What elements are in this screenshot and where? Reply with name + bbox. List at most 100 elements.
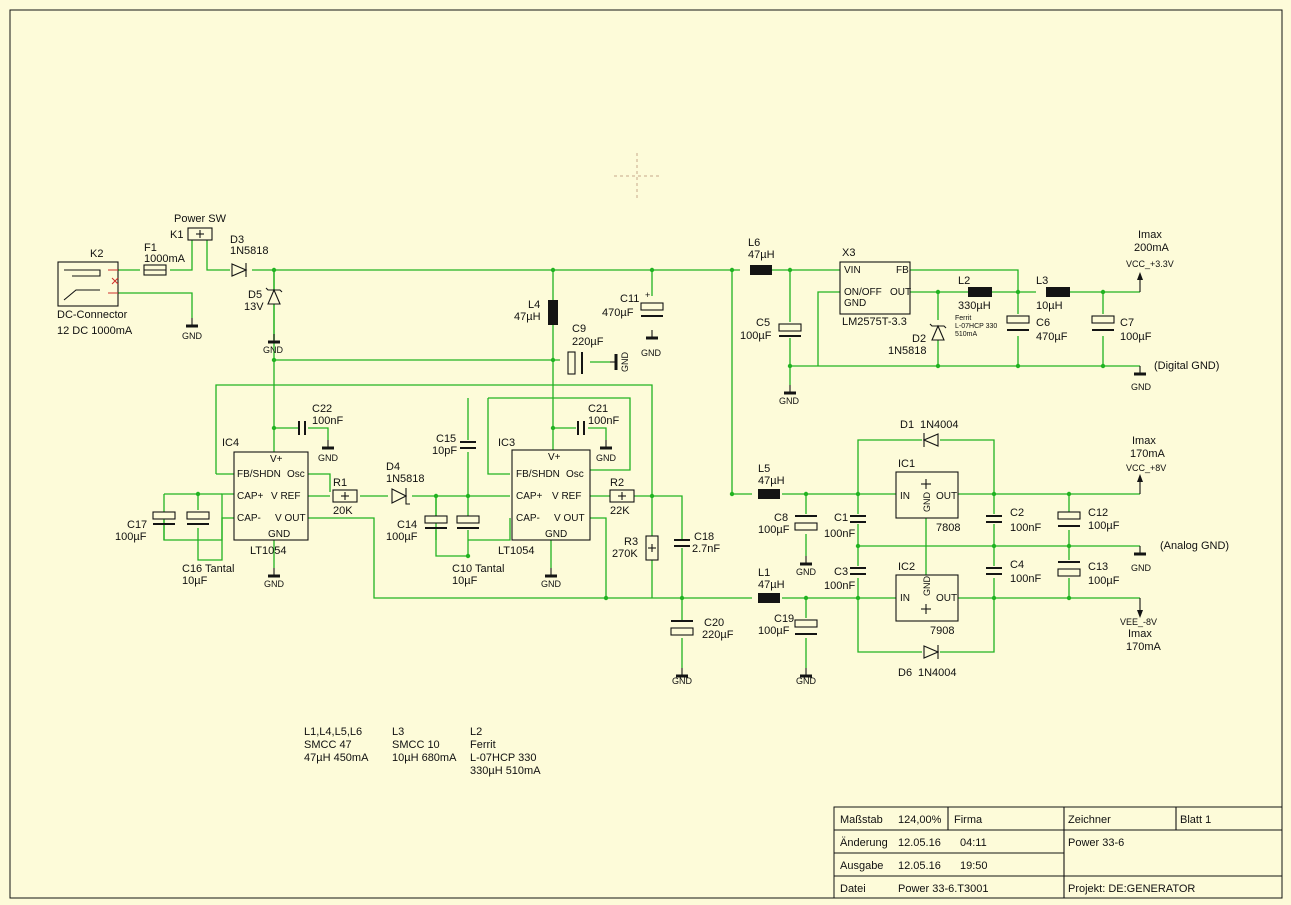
c17-value: 100µF <box>115 531 147 543</box>
capacitor-c17[interactable]: C17 100µF <box>115 511 176 543</box>
k2-name: DC-Connector <box>57 309 128 321</box>
d4-value: 1N5818 <box>386 473 425 485</box>
x3-value: LM2575T-3.3 <box>842 316 907 328</box>
note-1-line-2: SMCC 47 <box>304 739 352 751</box>
capacitor-c4[interactable]: C4 100nF <box>986 559 1041 585</box>
regulator-ic2[interactable]: IN OUT GND IC2 7908 <box>895 561 959 637</box>
note-3-line-3: L-07HCP 330 <box>470 752 536 764</box>
svg-text:+: + <box>645 290 650 300</box>
ic1-pin-out: OUT <box>936 491 957 502</box>
cursor-crosshair-icon <box>614 153 660 198</box>
capacitor-c10[interactable]: C10 Tantal 10µF <box>452 515 504 587</box>
ic1-pin-gnd: GND <box>922 492 932 513</box>
c22-value: 100nF <box>312 415 343 427</box>
inductor-l6[interactable]: L6 47µH <box>748 237 775 275</box>
capacitor-c19[interactable]: C19 100µF <box>758 613 818 637</box>
diode-d6[interactable]: D6 1N4004 <box>898 645 957 679</box>
diode-d1[interactable]: D1 1N4004 <box>900 419 959 447</box>
zener-d5[interactable]: D5 13V <box>244 287 283 313</box>
capacitor-c14[interactable]: C14 100µF <box>386 515 448 543</box>
gnd-label-12: GND <box>796 567 817 577</box>
rail-vee-8v: VEE_-8V Imax 170mA <box>1120 598 1162 653</box>
gnd-label-11: GND <box>1131 382 1152 392</box>
inductor-l1[interactable]: L1 47µH <box>758 567 785 603</box>
ic4-lt1054[interactable]: V+ FB/SHDN Osc CAP+ V REF CAP- V OUT GND… <box>222 437 309 557</box>
capacitor-c3[interactable]: C3 100nF <box>824 566 866 592</box>
capacitor-c9[interactable]: C9 220µF <box>567 323 604 375</box>
capacitor-c18[interactable]: C18 2.7nF <box>674 531 720 555</box>
r1-value: 20K <box>333 505 353 517</box>
k2-ref: K2 <box>90 248 103 260</box>
c15-value: 10pF <box>432 445 457 457</box>
ferrite-note: Ferrit L-07HCP 330 510mA <box>955 315 997 338</box>
tb-firma-label: Firma <box>954 814 983 826</box>
capacitor-c12[interactable]: C12 100µF <box>1057 507 1120 532</box>
dc-connector-k2[interactable]: K2 DC-Connector 12 DC 1000mA <box>57 248 133 337</box>
note-3-line-4: 330µH 510mA <box>470 765 541 777</box>
d1-value: 1N4004 <box>920 419 959 431</box>
ic3-lt1054[interactable]: V+ FB/SHDN Osc CAP+ V REF CAP- V OUT GND… <box>498 437 591 557</box>
junctions <box>195 267 1106 601</box>
d6-value: 1N4004 <box>918 667 957 679</box>
d3-ref: D3 <box>230 234 244 246</box>
r1-ref: R1 <box>333 477 347 489</box>
analog-gnd-label: (Analog GND) <box>1160 540 1229 552</box>
capacitor-c1[interactable]: C1 100nF <box>824 512 866 540</box>
c19-ref: C19 <box>774 613 794 625</box>
vee8-current: 170mA <box>1126 641 1162 653</box>
diode-d4[interactable]: D4 1N5818 <box>386 461 425 505</box>
regulator-ic1[interactable]: IN OUT GND IC1 7808 <box>895 458 960 534</box>
capacitor-c20[interactable]: C20 220µF <box>670 617 734 641</box>
capacitor-c13[interactable]: C13 100µF <box>1057 561 1120 587</box>
capacitor-c22[interactable]: C22 100nF <box>298 403 343 435</box>
ic1-ref: IC1 <box>898 458 915 470</box>
c11-ref: C11 <box>620 293 639 305</box>
f1-ref: F1 <box>144 242 157 254</box>
d2-ref: D2 <box>912 333 926 345</box>
vcc33-imax: Imax <box>1138 229 1162 241</box>
regulator-x3[interactable]: VIN FB ON/OFF OUT GND X3 LM2575T-3.3 <box>839 247 911 328</box>
capacitor-c5[interactable]: C5 100µF <box>740 317 802 342</box>
capacitor-c21[interactable]: C21 100nF <box>577 403 619 435</box>
ic3-value: LT1054 <box>498 545 535 557</box>
tb-massstab-value: 124,00% <box>898 814 942 826</box>
power-switch-k1[interactable]: Power SW K1 <box>170 213 227 241</box>
resistor-r3[interactable]: R3 270K <box>612 535 659 561</box>
f1-value: 1000mA <box>144 253 186 265</box>
ic4-pin-capminus: CAP- <box>237 513 261 524</box>
ic4-pin-vout: V OUT <box>275 513 306 524</box>
inductor-l2[interactable]: L2 330µH <box>958 275 992 312</box>
inductor-l3[interactable]: L3 10µH <box>1036 275 1070 312</box>
gnd-label-4: GND <box>620 352 630 373</box>
capacitor-c2[interactable]: C2 100nF <box>986 507 1041 534</box>
resistor-r1[interactable]: R1 20K <box>332 477 358 517</box>
c12-ref: C12 <box>1088 507 1108 519</box>
d3-value: 1N5818 <box>230 245 269 257</box>
c16-value: 10µF <box>182 575 208 587</box>
tb-ausgabe-time: 19:50 <box>960 860 988 872</box>
ic3-pin-fbshdn: FB/SHDN <box>516 469 560 480</box>
note-2-line-1: L3 <box>392 726 404 738</box>
ic4-value: LT1054 <box>250 545 287 557</box>
tb-datei-value: Power 33-6.T3001 <box>898 883 989 895</box>
resistor-r2[interactable]: R2 22K <box>609 477 635 517</box>
capacitor-c15[interactable]: C15 10pF <box>432 433 476 457</box>
inductor-l5[interactable]: L5 47µH <box>758 463 785 499</box>
fuse-f1[interactable]: F1 1000mA <box>143 242 186 276</box>
ic4-pin-gnd: GND <box>268 529 290 540</box>
inductor-l4[interactable]: L4 47µH <box>514 299 558 325</box>
capacitor-c11[interactable]: + C11 470µF <box>602 290 664 319</box>
capacitor-c16[interactable]: C16 Tantal 10µF <box>182 511 234 587</box>
c5-ref: C5 <box>756 317 770 329</box>
l4-ref: L4 <box>528 299 540 311</box>
capacitor-c6[interactable]: C6 470µF <box>1006 315 1068 343</box>
tb-aenderung-label: Änderung <box>840 837 888 849</box>
k1-ref: K1 <box>170 229 183 241</box>
vcc8-imax: Imax <box>1132 435 1156 447</box>
capacitor-c7[interactable]: C7 100µF <box>1091 315 1152 343</box>
capacitor-c8[interactable]: C8 100µF <box>758 512 818 536</box>
diode-d2[interactable]: D2 1N5818 <box>888 323 947 357</box>
tb-zeichner-label: Zeichner <box>1068 814 1111 826</box>
ic2-value: 7908 <box>930 625 954 637</box>
diode-d3[interactable]: D3 1N5818 <box>230 234 269 277</box>
